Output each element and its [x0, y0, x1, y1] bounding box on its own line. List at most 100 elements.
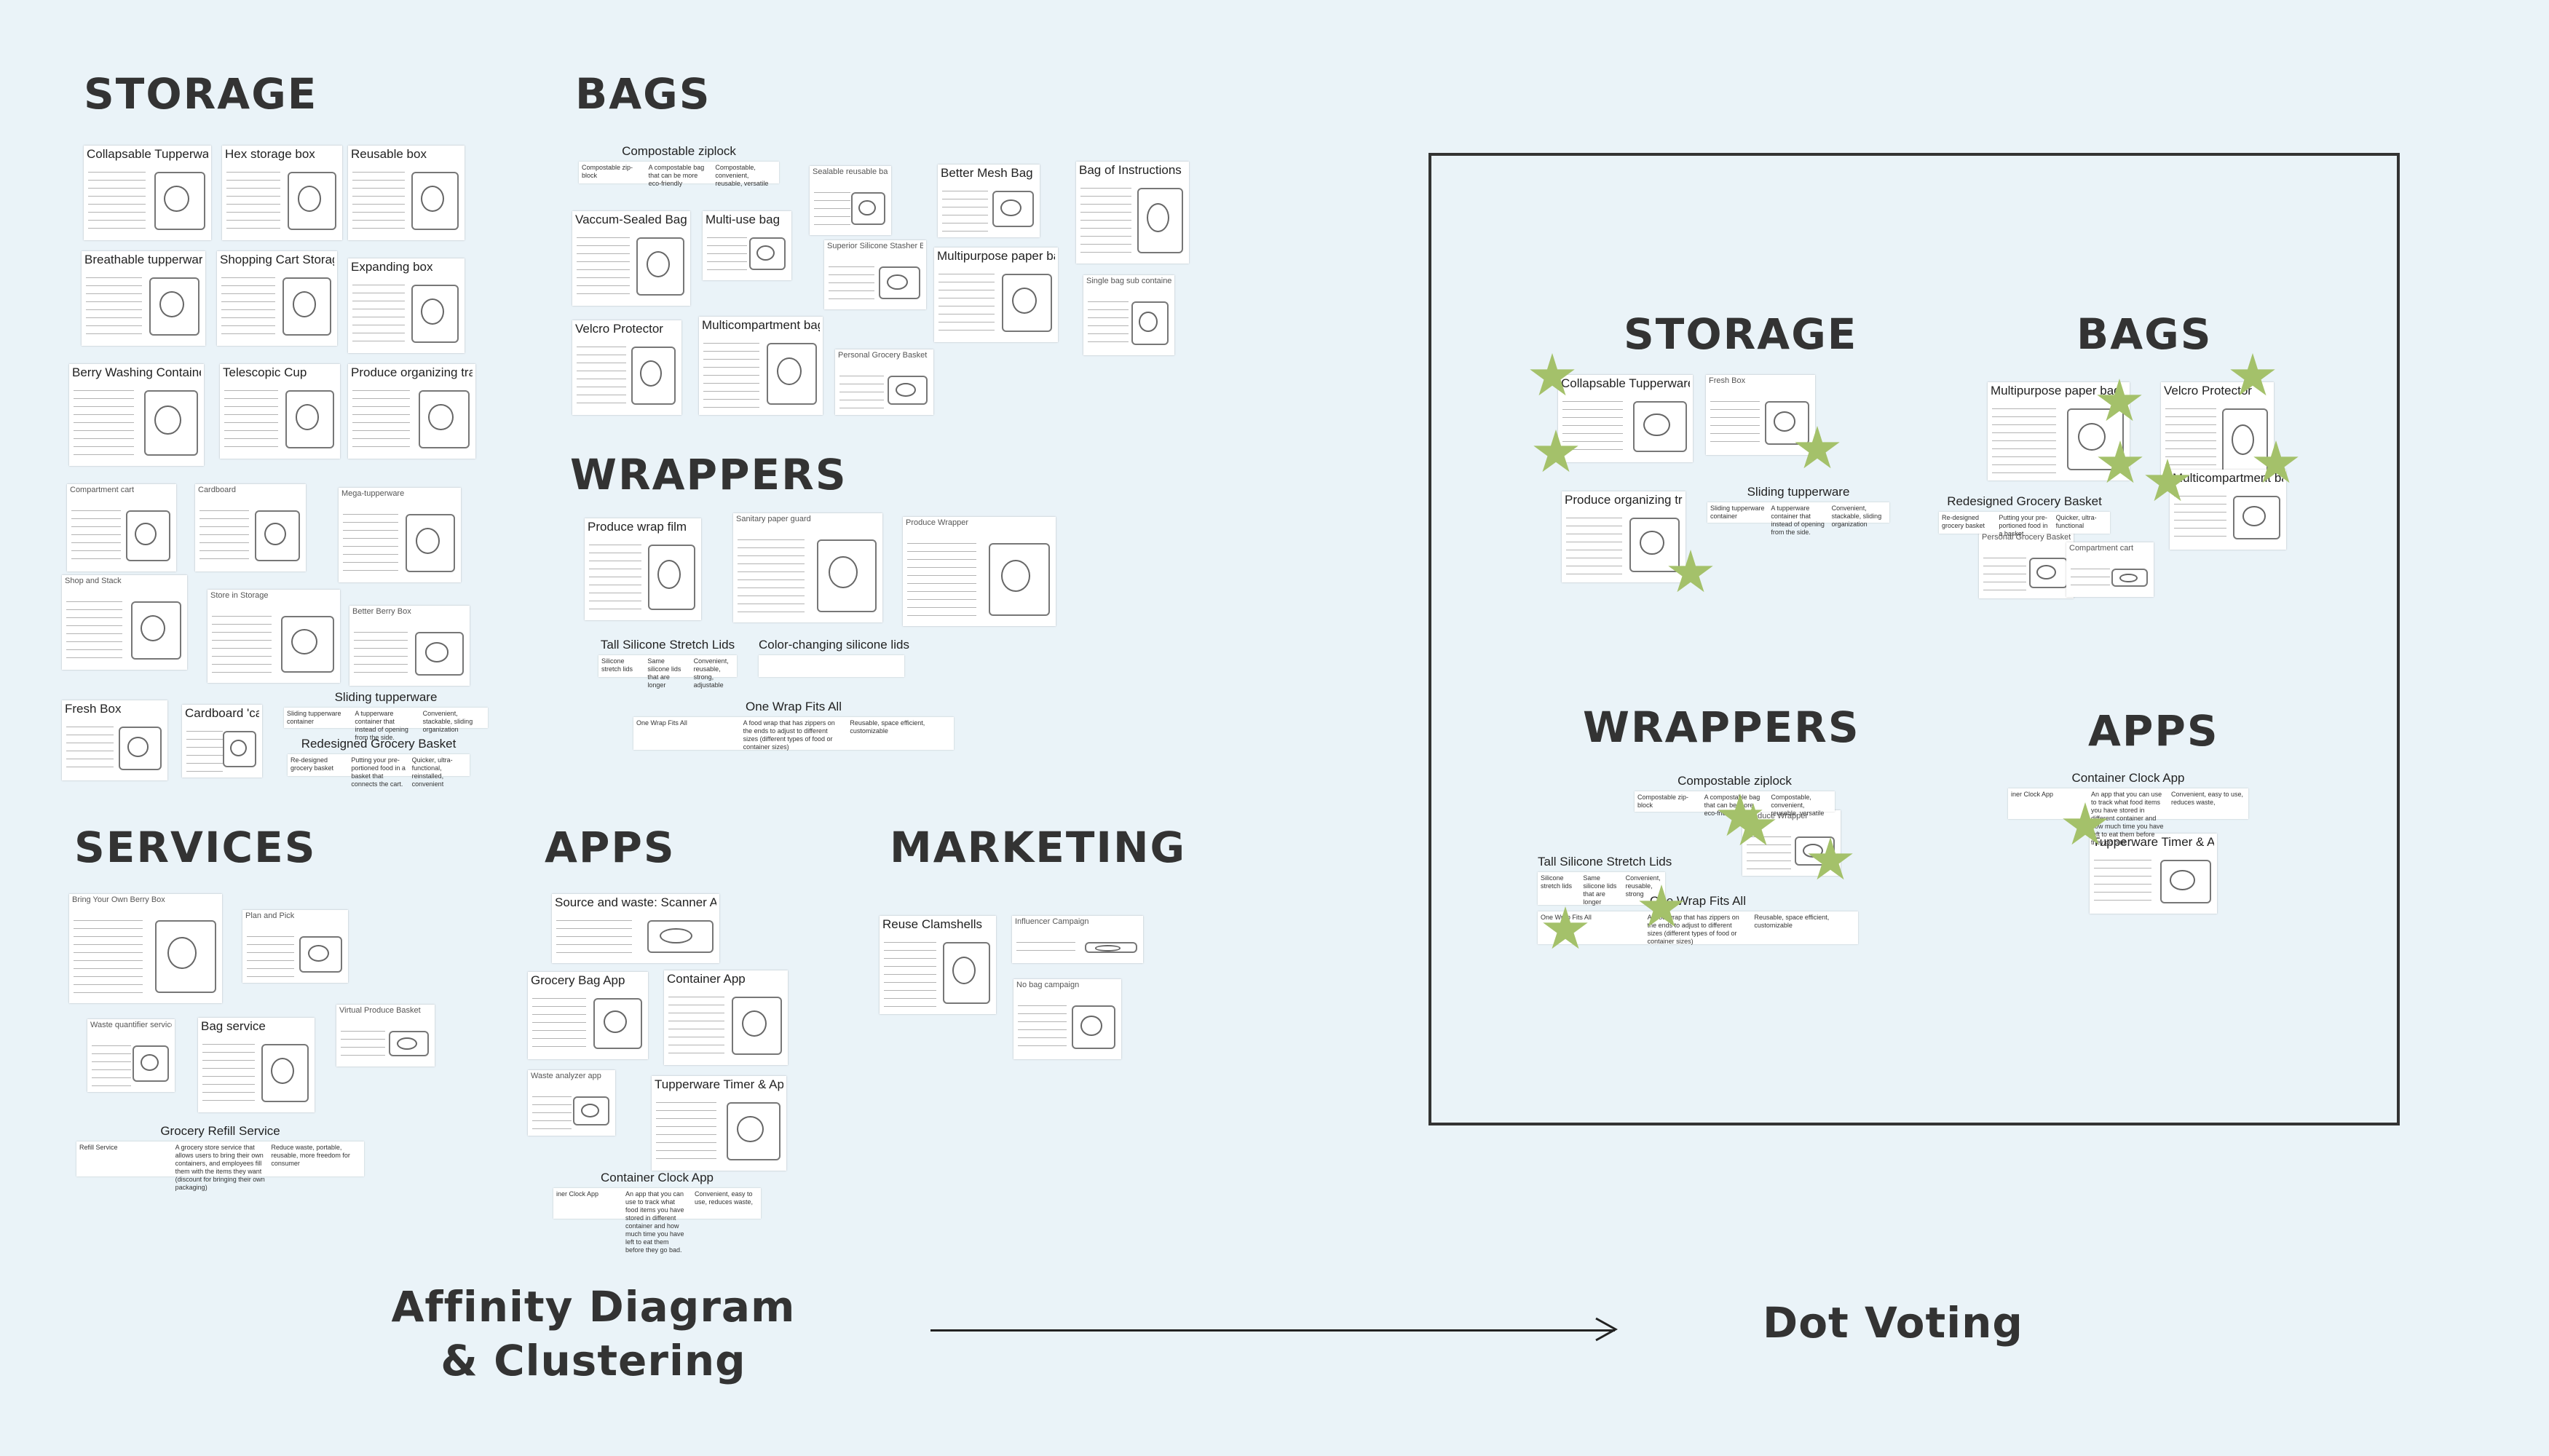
handwritten-notes	[589, 540, 641, 614]
sketch-image	[418, 390, 470, 448]
sticky-note: Influencer Campaign	[1012, 916, 1143, 963]
idea-summary-cell: Silicone stretch lids	[1541, 874, 1573, 890]
idea-summary-cell: Convenient, reusable, strong, adjustable	[693, 657, 729, 689]
handwritten-notes	[703, 339, 759, 409]
sketch-image	[285, 390, 334, 448]
idea-summary-cell: Compostable, convenient, reusable, versa…	[715, 164, 769, 187]
idea-summary-cell: A food wrap that has zippers on the ends…	[1647, 914, 1739, 945]
sketch-image	[388, 1031, 429, 1056]
sticky-note: Cardboard	[195, 484, 306, 571]
idea-summary-cell: Compostable, convenient, reusable, versa…	[1771, 794, 1825, 817]
handwritten-notes	[352, 167, 405, 234]
handwritten-notes	[66, 597, 123, 664]
sticky-note-title: Multicompartment bag	[2173, 471, 2283, 485]
idea-summary-cell: Compostable zip-block	[1637, 794, 1689, 809]
sketch-image	[2159, 860, 2211, 903]
idea-summary-title: One Wrap Fits All	[746, 700, 842, 713]
handwritten-notes	[829, 262, 874, 304]
handwritten-notes	[707, 233, 747, 274]
sketch-image	[261, 1044, 309, 1102]
sketch-image	[817, 539, 877, 612]
sketch-image	[636, 237, 684, 296]
sketch-image	[1765, 401, 1809, 445]
handwritten-notes	[938, 269, 995, 336]
idea-summary-cell: Putting your pre-portioned food in a bas…	[351, 756, 406, 788]
sticky-note: Multi-use bag	[703, 211, 791, 280]
sticky-note-title: Produce organizing tray	[351, 365, 473, 379]
sticky-note: Hex storage box	[222, 146, 342, 240]
handwritten-notes	[71, 506, 121, 566]
process-arrow	[930, 1329, 1615, 1332]
handwritten-notes	[577, 342, 626, 409]
sticky-note: Cardboard 'cake' container	[182, 705, 262, 778]
dot-voting-board	[1428, 153, 2400, 1125]
dot-voting-caption: Dot Voting	[1763, 1298, 2023, 1348]
sticky-note: Store in Storage	[208, 590, 340, 683]
storage-heading: STORAGE	[84, 69, 318, 119]
services-heading: SERVICES	[74, 823, 317, 872]
sketch-image	[118, 727, 162, 770]
idea-summary-cell: A grocery store service that allows user…	[175, 1144, 265, 1191]
sticky-note: Container App	[664, 970, 788, 1065]
sticky-note: Collapsable Tupperware	[1558, 375, 1693, 462]
sticky-note-title: Tupperware Timer & App	[2092, 835, 2214, 849]
sticky-note-title: Mega-tupperware	[341, 489, 405, 498]
sketch-image	[415, 632, 464, 676]
sticky-note-title: Bag service	[201, 1019, 266, 1033]
handwritten-notes	[556, 916, 632, 957]
handwritten-notes	[738, 535, 805, 617]
sticky-note: Better Mesh Bag	[938, 165, 1040, 237]
sticky-note-title: Produce organizing tray	[1565, 493, 1683, 507]
sketch-image	[1137, 188, 1183, 253]
idea-summary-cell: A food wrap that has zippers on the ends…	[743, 719, 835, 751]
sticky-note: Produce Wrapper	[903, 517, 1056, 626]
handwritten-notes	[839, 371, 884, 409]
idea-summary-cell: iner Clock App	[2011, 791, 2054, 798]
sticky-note: No bag campaign	[1013, 979, 1121, 1059]
sketch-image	[411, 285, 459, 343]
sticky-note: Multipurpose paper bag	[934, 248, 1058, 342]
sketch-image	[149, 277, 199, 336]
handwritten-notes	[884, 938, 936, 1008]
idea-summary-cell: Compostable zip-block	[582, 164, 633, 179]
handwritten-notes	[74, 386, 135, 460]
sticky-note-title: Multi-use bag	[706, 213, 780, 226]
idea-summary-cell: Sliding tupperware container	[1710, 505, 1765, 520]
sticky-note-title: Produce wrap film	[588, 520, 687, 534]
handwritten-notes	[942, 186, 988, 232]
idea-summary-title: Tall Silicone Stretch Lids	[1538, 855, 1672, 869]
sticky-note: Bag service	[198, 1018, 315, 1112]
sketch-image	[631, 347, 676, 405]
sticky-note: Fresh Box	[1706, 375, 1815, 455]
sketch-image	[767, 343, 817, 405]
affinity-caption-line2: & Clustering	[440, 1336, 746, 1385]
sticky-note: Better Berry Box	[349, 606, 470, 686]
sticky-note: Single bag sub containers	[1083, 275, 1174, 355]
handwritten-notes	[1747, 832, 1791, 870]
sticky-note: Produce organizing tray	[1562, 491, 1685, 582]
handwritten-notes	[2071, 564, 2110, 591]
sticky-note-title: Hex storage box	[225, 147, 315, 161]
sticky-note-title: Better Berry Box	[352, 607, 411, 616]
sticky-note: Reusable box	[348, 146, 465, 240]
sketch-image	[943, 942, 990, 1004]
sticky-note-title: Container App	[667, 972, 746, 986]
idea-summary-title: Grocery Refill Service	[160, 1124, 280, 1138]
sticky-note: Expanding box	[348, 258, 465, 353]
sticky-note: Superior Silicone Stasher Bags	[824, 240, 926, 309]
sticky-note-title: Grocery Bag App	[531, 973, 625, 987]
idea-summary-cell: A compostable bag that can be more eco-f…	[648, 164, 705, 187]
handwritten-notes	[532, 1092, 572, 1130]
sticky-note: Berry Washing Container	[69, 364, 204, 466]
handwritten-notes	[1088, 297, 1129, 349]
sketch-image	[406, 514, 455, 572]
handwritten-notes	[247, 932, 295, 977]
idea-summary-cell: Reusable, space efficient, customizable	[850, 719, 925, 735]
sketch-image	[126, 510, 170, 561]
sticky-note: Tupperware Timer & App	[2090, 834, 2217, 914]
handwritten-notes	[212, 612, 272, 677]
handwritten-notes	[1710, 397, 1760, 449]
